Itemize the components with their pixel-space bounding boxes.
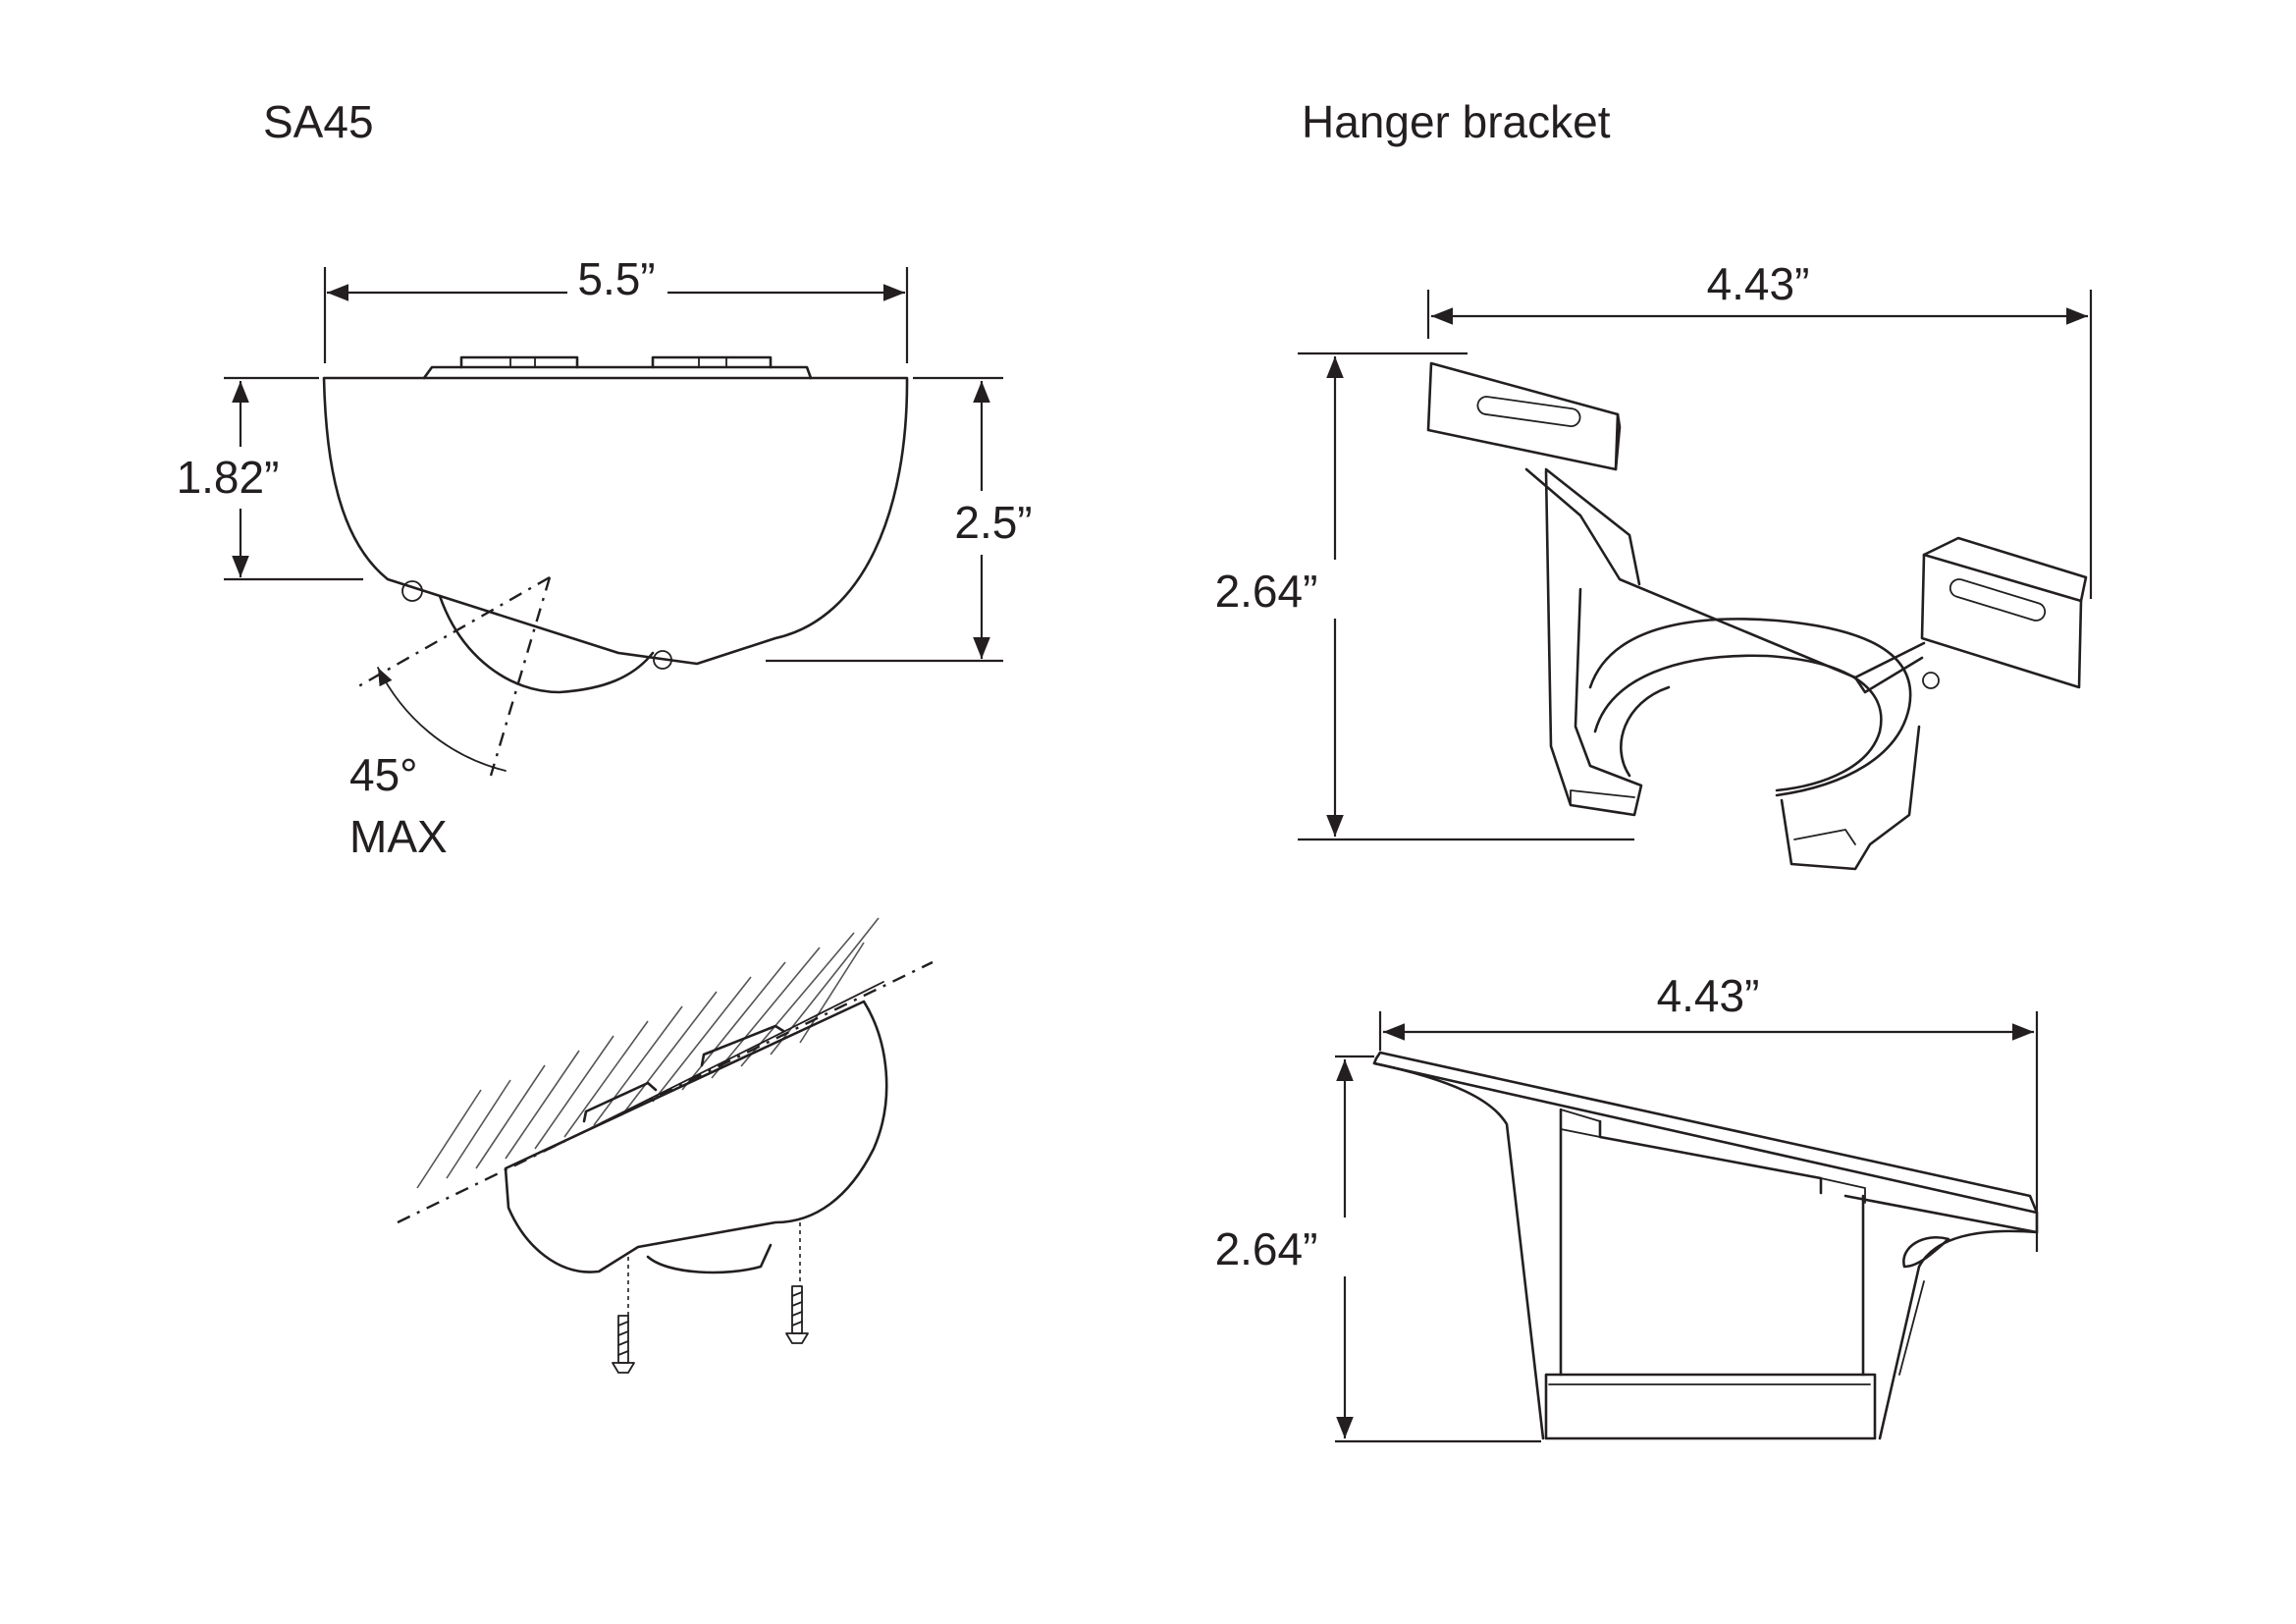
hanger-side-height-dimension: 2.64”: [1215, 1055, 1541, 1443]
hanger-bracket-title: Hanger bracket: [1302, 96, 1611, 147]
sa45-right-height-label: 2.5”: [954, 497, 1032, 548]
sa45-front-view: [322, 355, 909, 777]
hanger-side-width-dimension: 4.43”: [1378, 970, 2039, 1252]
angle-label: 45°: [349, 749, 418, 800]
hanger-side-width-label: 4.43”: [1657, 970, 1760, 1021]
sa45-tilted-mount-view: [397, 917, 934, 1374]
hanger-side-height-label: 2.64”: [1215, 1223, 1318, 1274]
sa45-left-height-dimension: 1.82”: [177, 376, 363, 581]
hanger-bracket-side-view: [1372, 1051, 2039, 1440]
hanger-top-height-dimension: 2.64”: [1215, 352, 1634, 841]
hanger-bracket-isometric-view: [1426, 361, 2088, 871]
ceiling-hatching: [416, 917, 880, 1189]
sa45-width-dimension: 5.5”: [323, 253, 909, 363]
hanger-top-width-dimension: 4.43”: [1426, 258, 2093, 599]
hanger-top-height-label: 2.64”: [1215, 566, 1318, 617]
sa45-width-label: 5.5”: [577, 253, 655, 304]
hanger-top-width-label: 4.43”: [1707, 258, 1810, 309]
screw-left: [612, 1315, 635, 1374]
sa45-left-height-label: 1.82”: [177, 452, 280, 503]
sa45-right-height-dimension: 2.5”: [766, 376, 1033, 663]
sa45-title: SA45: [263, 96, 374, 147]
angle-max-label: MAX: [349, 811, 448, 862]
screw-right: [785, 1285, 809, 1344]
